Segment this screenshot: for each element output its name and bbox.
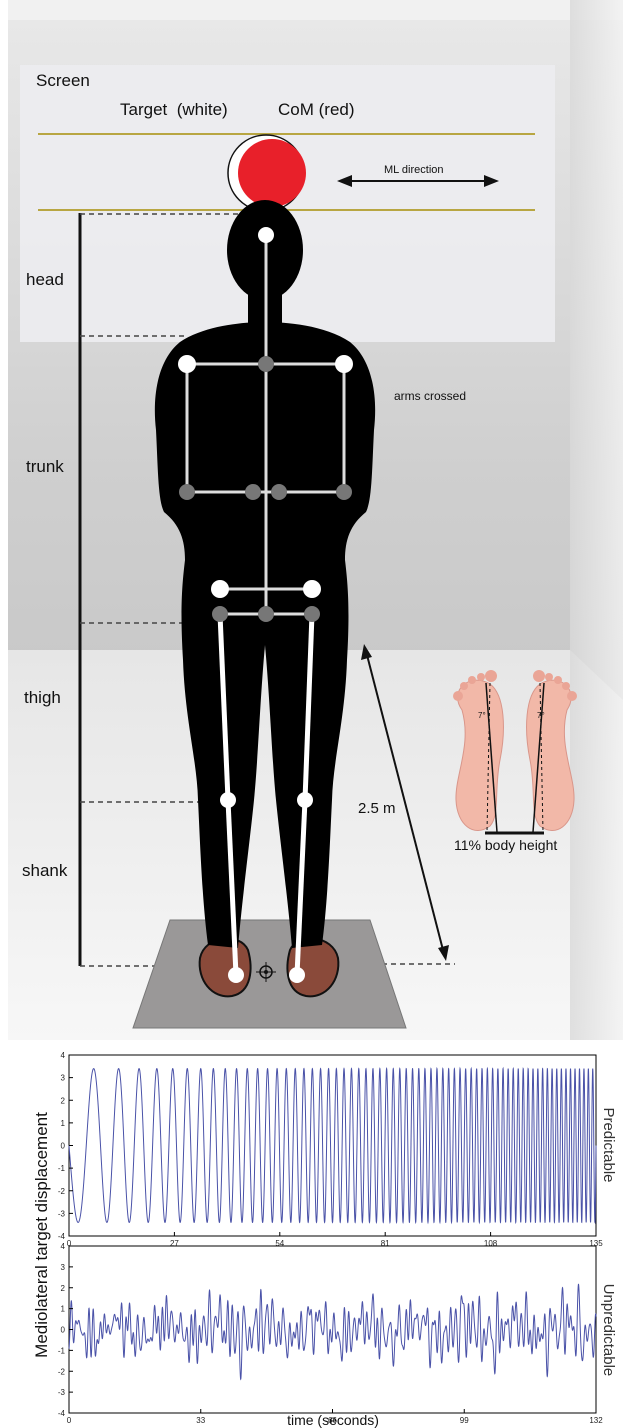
y-tick-label: -1 [58, 1346, 66, 1355]
y-tick-label: 3 [61, 1263, 66, 1272]
setup-illustration [0, 0, 629, 1040]
y-tick-label: -3 [58, 1388, 66, 1397]
com-label: CoM (red) [278, 100, 355, 120]
y-tick-label: 0 [61, 1326, 66, 1335]
panel-name-predictable: Predictable [600, 1107, 617, 1182]
y-tick-label: 4 [61, 1242, 66, 1251]
y-axis-label: Mediolateral target displacement [32, 1112, 51, 1358]
x-tick-label: 132 [589, 1416, 603, 1425]
experiment-setup-diagram: Screen Target (white) CoM (red) ML direc… [0, 0, 629, 1040]
force-plate [133, 920, 406, 1028]
y-tick-label: 4 [61, 1051, 66, 1060]
segment-label-shank: shank [22, 861, 67, 881]
y-tick-label: 3 [61, 1074, 66, 1083]
segment-label-head: head [26, 270, 64, 290]
y-tick-label: -1 [58, 1164, 66, 1173]
x-tick-label: 99 [460, 1416, 469, 1425]
y-tick-label: 2 [61, 1096, 66, 1105]
target-label: Target (white) [120, 100, 228, 120]
segment-label-trunk: trunk [26, 457, 64, 477]
room-side-wall [570, 0, 623, 1040]
y-tick-label: -2 [58, 1367, 66, 1376]
y-tick-label: 1 [61, 1119, 66, 1128]
y-tick-label: -4 [58, 1409, 66, 1418]
segment-label-thigh: thigh [24, 688, 61, 708]
ml-direction-label: ML direction [384, 164, 444, 176]
y-tick-label: 1 [61, 1305, 66, 1314]
panel-name-unpredictable: Unpredictable [600, 1284, 617, 1377]
left-foot [200, 938, 251, 996]
foot-width-label: 11% body height [454, 837, 557, 853]
foot-angle-label-right: 7° [537, 711, 545, 720]
x-tick-label: 0 [67, 1416, 72, 1425]
screen-label: Screen [36, 71, 90, 91]
target-displacement-plots: 43210-1-2-3-40275481108135 Predictable 4… [0, 1040, 629, 1428]
com-circle [238, 139, 306, 207]
arms-crossed-label: arms crossed [394, 389, 466, 403]
x-tick-label: 33 [196, 1416, 205, 1425]
foot-angle-label-left: 7° [478, 711, 486, 720]
y-tick-label: -2 [58, 1187, 66, 1196]
distance-label: 2.5 m [358, 800, 396, 817]
y-tick-label: -3 [58, 1209, 66, 1218]
y-tick-label: 2 [61, 1284, 66, 1293]
x-axis-label: time (seconds) [287, 1412, 379, 1428]
room-ceiling [8, 0, 623, 20]
panel-unpredictable: 43210-1-2-3-40336699132 Unpredictable [58, 1242, 617, 1425]
y-tick-label: 0 [61, 1142, 66, 1151]
panel-predictable: 43210-1-2-3-40275481108135 Predictable [58, 1051, 617, 1248]
y-tick-label: -4 [58, 1232, 66, 1241]
